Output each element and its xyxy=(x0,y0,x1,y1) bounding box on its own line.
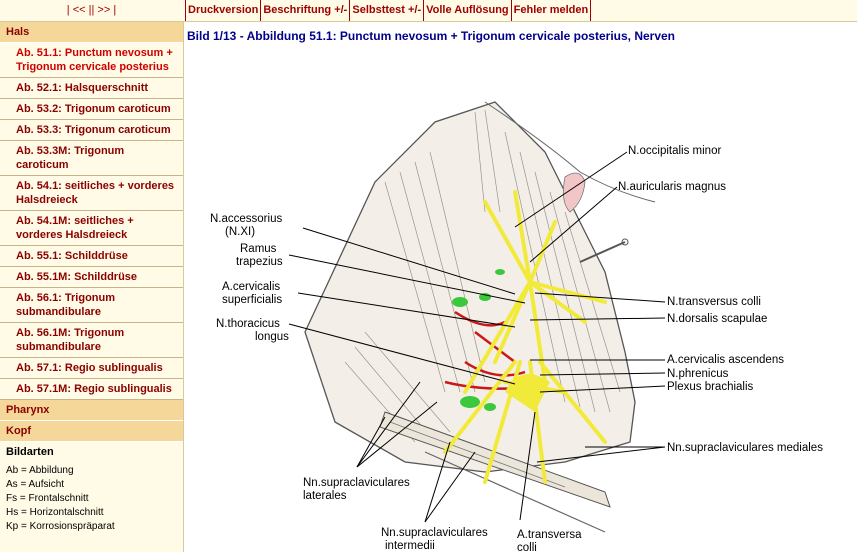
legend-row: Kp = Korrosionspräparat xyxy=(6,521,115,532)
nav-separator: | xyxy=(113,4,117,16)
label-ramus: Ramus xyxy=(240,243,277,255)
label-a-cervicalis: A.cervicalis xyxy=(222,281,280,293)
sidebar-item-ab-57-1m[interactable]: Ab. 57.1M: Regio sublingualis xyxy=(0,379,183,400)
label-nn-supraclaviculares-laterales: Nn.supraclaviculares xyxy=(303,477,410,489)
legend-row: Hs = Horizontalschnitt xyxy=(6,507,104,518)
section-kopf[interactable]: Kopf xyxy=(0,421,183,442)
next-link[interactable]: >> xyxy=(97,4,111,16)
nav-separator: | xyxy=(66,4,70,16)
sidebar: Hals Ab. 51.1: Punctum nevosum + Trigonu… xyxy=(0,22,184,552)
legend-row: As = Aufsicht xyxy=(6,479,65,490)
label-n-accessorius: N.accessorius xyxy=(210,213,282,225)
sidebar-item-ab-52-1[interactable]: Ab. 52.1: Halsquerschnitt xyxy=(0,78,183,99)
image-types-legend: Bildarten Ab = Abbildung As = Aufsicht F… xyxy=(0,442,183,538)
print-version-link[interactable]: Druckversion xyxy=(185,0,260,21)
sidebar-item-ab-53-3[interactable]: Ab. 53.3: Trigonum caroticum xyxy=(0,120,183,141)
sidebar-item-ab-57-1[interactable]: Ab. 57.1: Regio sublingualis xyxy=(0,358,183,379)
legend-row: Fs = Frontalschnitt xyxy=(6,493,89,504)
label-n-occipitalis-minor: N.occipitalis minor xyxy=(628,145,721,157)
label-trapezius: trapezius xyxy=(236,256,283,268)
full-resolution-link[interactable]: Volle Auflösung xyxy=(423,0,511,21)
label-nn-supraclaviculares-mediales: Nn.supraclaviculares mediales xyxy=(667,442,823,454)
sidebar-item-ab-55-1m[interactable]: Ab. 55.1M: Schilddrüse xyxy=(0,267,183,288)
sidebar-item-ab-53-2[interactable]: Ab. 53.2: Trigonum caroticum xyxy=(0,99,183,120)
label-nn-supraclaviculares-intermedii: Nn.supraclaviculares xyxy=(381,527,488,539)
report-error-link[interactable]: Fehler melden xyxy=(510,0,592,21)
anatomy-figure[interactable]: N.occipitalis minor N.auricularis magnus… xyxy=(185,62,857,552)
previous-link[interactable]: << xyxy=(72,4,86,16)
label-n-dorsalis-scapulae: N.dorsalis scapulae xyxy=(667,313,767,325)
label-plexus-brachialis: Plexus brachialis xyxy=(667,381,754,393)
figure-labels: N.occipitalis minor N.auricularis magnus… xyxy=(210,145,823,552)
sidebar-item-ab-54-1m[interactable]: Ab. 54.1M: seitliches + vorderes Halsdre… xyxy=(0,211,183,246)
sidebar-item-ab-55-1[interactable]: Ab. 55.1: Schilddrüse xyxy=(0,246,183,267)
sidebar-item-ab-54-1[interactable]: Ab. 54.1: seitliches + vorderes Halsdrei… xyxy=(0,176,183,211)
sidebar-item-ab-53-3m[interactable]: Ab. 53.3M: Trigonum caroticum xyxy=(0,141,183,176)
label-n-xi: (N.XI) xyxy=(225,226,255,238)
self-test-link[interactable]: Selbsttest +/- xyxy=(349,0,423,21)
section-hals[interactable]: Hals xyxy=(0,22,183,43)
label-laterales: laterales xyxy=(303,490,347,502)
label-n-auricularis-magnus: N.auricularis magnus xyxy=(618,181,726,193)
sidebar-item-ab-56-1m[interactable]: Ab. 56.1M: Trigonum submandibulare xyxy=(0,323,183,358)
label-a-cervicalis-ascendens: A.cervicalis ascendens xyxy=(667,354,784,366)
label-n-transversus-colli: N.transversus colli xyxy=(667,296,761,308)
sidebar-item-ab-56-1[interactable]: Ab. 56.1: Trigonum submandibulare xyxy=(0,288,183,323)
sidebar-item-ab-51-1[interactable]: Ab. 51.1: Punctum nevosum + Trigonum cer… xyxy=(0,43,183,78)
legend-row: Ab = Abbildung xyxy=(6,465,74,476)
illustration xyxy=(304,101,656,533)
nav-separator: | xyxy=(91,4,95,16)
section-pharynx[interactable]: Pharynx xyxy=(0,400,183,421)
leader-lines xyxy=(288,151,666,523)
legend-title: Bildarten xyxy=(6,446,54,458)
label-longus: longus xyxy=(255,331,289,343)
label-intermedii: intermedii xyxy=(385,540,435,552)
label-n-phrenicus: N.phrenicus xyxy=(667,368,729,380)
nav-separator: | xyxy=(88,4,92,16)
main-content: Bild 1/13 - Abbildung 51.1: Punctum nevo… xyxy=(185,22,857,552)
pager-nav: | << || >> | xyxy=(0,0,183,22)
label-colli: colli xyxy=(517,542,537,552)
label-a-transversa: A.transversa xyxy=(517,529,582,541)
label-n-thoracicus: N.thoracicus xyxy=(216,318,280,330)
toggle-labels-link[interactable]: Beschriftung +/- xyxy=(260,0,349,21)
label-superficialis: superficialis xyxy=(222,294,282,306)
figure-title: Bild 1/13 - Abbildung 51.1: Punctum nevo… xyxy=(187,29,676,43)
